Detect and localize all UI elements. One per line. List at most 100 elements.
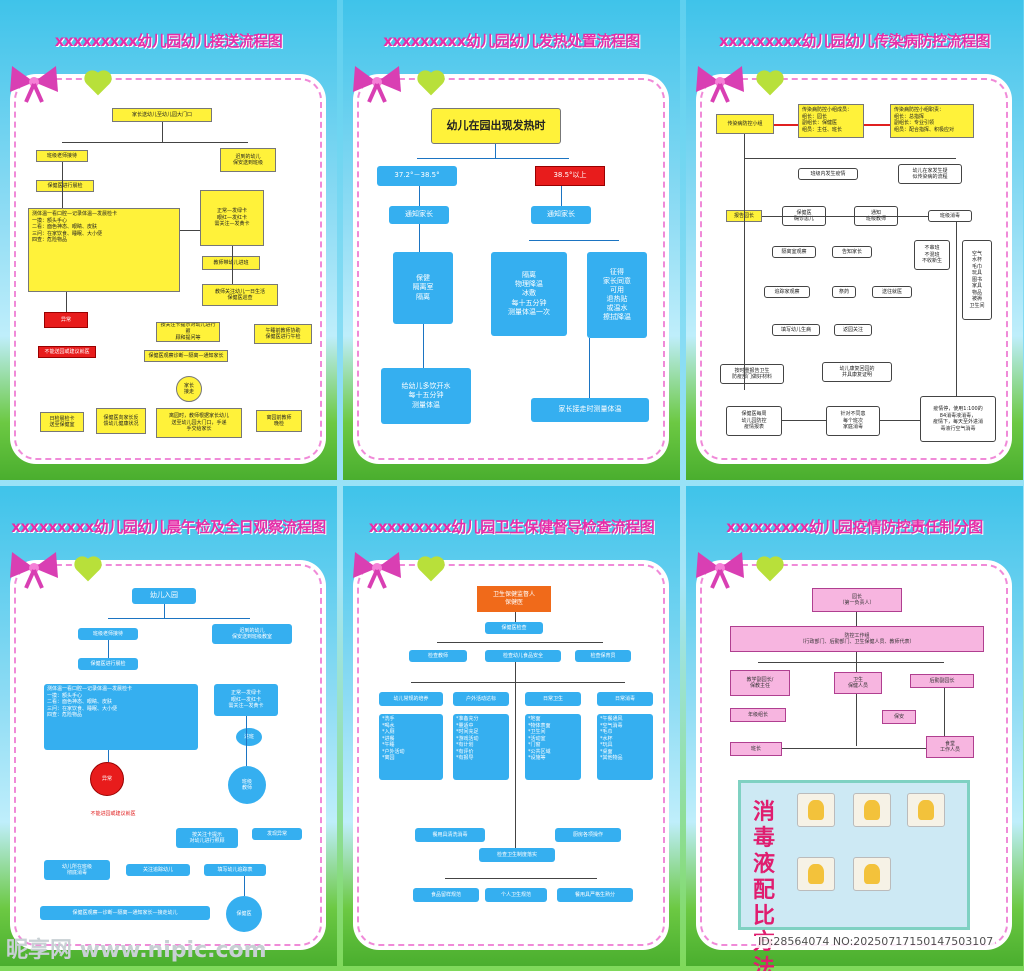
org-node: 班长: [730, 742, 782, 756]
connector: [423, 324, 424, 368]
connector: [495, 144, 496, 158]
panel-title: xxxxxxxxx幼儿园卫生保健督导检查流程图: [368, 518, 655, 536]
flow-node: 告知家长: [832, 246, 872, 258]
flow-node: 进班: [236, 728, 262, 746]
connector: [856, 694, 857, 746]
flow-node: 传染病防控小组职责： 组长：总指挥 副组长：专业引领 组员：配合指挥、积极应对: [890, 104, 974, 138]
connector: [515, 662, 516, 848]
flow-node: 正常—发绿卡 眼红—发红卡 需关注—发黄卡: [214, 684, 278, 716]
connector: [66, 292, 67, 312]
connector: [244, 876, 245, 896]
bow-icon: [10, 66, 58, 103]
flow-node: *地面 *物体表面 *卫生间 *活动室 *门窗 *公共区域 *设施等: [525, 714, 581, 780]
flow-node: 空气 水杯 毛巾 玩具 图书 家具 物品 被褥 卫生间: [962, 240, 992, 320]
panel-title: xxxxxxxxx幼儿园疫情防控责任制分图: [726, 518, 983, 536]
flow-node: 日常卫生: [525, 692, 581, 706]
flow-node: 保健 隔离室 隔离: [393, 252, 453, 324]
org-node: 年级组长: [730, 708, 786, 722]
flow-node: 检查卫生制度落实: [479, 848, 555, 862]
flow-node: 幼儿常规的培养: [379, 692, 443, 706]
org-node: 防控工作组 （行政部门、后勤部门、卫生保健人员、教师代表）: [730, 626, 984, 652]
connector: [782, 420, 826, 421]
panel-fever-flow: xxxxxxxxx幼儿园幼儿发热处置流程图 幼儿在园出现发热时 37.2°－38…: [343, 0, 680, 480]
connector: [744, 158, 956, 159]
org-node: 园长 （第一负责人）: [812, 588, 902, 612]
flow-node: 追踪家观察: [764, 286, 810, 298]
flow-node: 按关注卡提示对幼儿进行照 顾和提问等: [156, 322, 220, 342]
flow-card: 幼儿在园出现发热时 37.2°－38.5° 38.5°以上 通知家长 通知家长 …: [357, 78, 665, 460]
connector: [515, 612, 516, 622]
flow-node: 按时重报告卫生 防疫部门做好材料: [720, 364, 784, 384]
flow-node: 保健医观察—诊断—隔离—通知家长—接走幼儿: [40, 906, 210, 920]
basin-illustration: [797, 857, 835, 891]
org-node: 保安: [882, 710, 916, 724]
panel-title: xxxxxxxxx幼儿园幼儿发热处置流程图: [383, 32, 640, 50]
flow-node: 返园关注: [834, 324, 872, 336]
connector: [744, 134, 745, 390]
flow-node: 送往就医: [872, 286, 912, 298]
flow-node: 厨房各项操作: [555, 828, 621, 842]
flow-node: 迟到的幼儿 保安送到班级教室: [212, 624, 292, 644]
flow-node: 隔离 物理降温 冰敷 每十五分钟 测量体温一次: [491, 252, 567, 336]
flow-node: 离园前教师 晚检: [256, 410, 302, 432]
flow-node: 班级老师接待: [36, 150, 88, 162]
flow-node: 发现异常: [252, 828, 302, 840]
connector: [62, 162, 63, 208]
flow-node: 保健医向家长反 馈幼儿健康状况: [96, 408, 146, 434]
connector: [437, 642, 603, 643]
flow-node: 测体温一看口腔—记录体温—发晨检卡 一摸：额头手心 二看：面色神态、眼睛、皮肤 …: [28, 208, 180, 292]
flow-card: 幼儿入园 班级老师接待 迟到的幼儿 保安送到班级教室 保健医进行晨检 测体温一看…: [14, 564, 322, 946]
flow-node: 午睡前教师协助 保健医进行午检: [254, 324, 312, 344]
flow-node: 离园时，教师根据家长幼儿 送至幼儿园大门口，手递 手交给家长: [156, 408, 242, 438]
flow-node: 保健医进行晨检: [36, 180, 94, 192]
flow-node: 38.5°以上: [535, 166, 605, 186]
basin-illustration: [853, 857, 891, 891]
connector: [529, 240, 619, 241]
flow-node: 幼儿在园出现发热时: [431, 108, 561, 144]
panel-pickup-flow: xxxxxxxxx幼儿园幼儿接送流程图 家长送幼儿至幼儿园大门口 班级老师接待 …: [0, 0, 337, 480]
panel-infectious-flow: xxxxxxxxx幼儿园幼儿传染病防控流程图 传染病防控小组 传染病防控小组成员…: [686, 0, 1023, 480]
flow-node: 幼儿康复回园的 并具康复证明: [822, 362, 892, 382]
connector: [956, 222, 957, 396]
flow-node: 保健医进行晨检: [78, 658, 138, 670]
flow-node: 幼儿在家发生疑 似传染病的流程: [898, 164, 962, 184]
flow-node: 通知家长: [389, 206, 449, 224]
glove-illustration: [797, 793, 835, 827]
flow-note: 不能进园或建议就医: [90, 810, 136, 817]
panel-title: xxxxxxxxx幼儿园幼儿晨午检及全日观察流程图: [11, 518, 326, 536]
watermark: 昵享网 www.nipic.com: [6, 938, 267, 963]
flow-node: 班级老师接待: [78, 628, 138, 640]
flow-node: 班级消毒: [928, 210, 972, 222]
flow-node: 个人卫生规范: [485, 888, 547, 902]
flow-node: 不能送园或建议就医: [38, 346, 96, 358]
flow-node: 关注追踪幼儿: [126, 864, 190, 876]
connector: [880, 420, 920, 421]
flow-node-abnormal: 异常: [90, 762, 124, 796]
flow-node: 疫情停，使用1:100的 84消毒液消毒， 疫情下，每天至外进消 毒液行空气消毒: [920, 396, 996, 442]
bow-icon: [353, 66, 401, 103]
flow-node: 家长送幼儿至幼儿园大门口: [112, 108, 212, 122]
bow-icon: [696, 552, 744, 589]
connector: [180, 230, 200, 231]
flow-card: 家长送幼儿至幼儿园大门口 班级老师接待 迟到的幼儿 保安送到班级 保健医进行晨检…: [14, 78, 322, 460]
connector: [246, 716, 247, 766]
flow-node: 保健医检查: [485, 622, 543, 634]
flow-node: 正常—发绿卡 眼红—发红卡 需关注—发黄卡: [200, 190, 264, 246]
flow-node: 家长接走时测量体温: [531, 398, 649, 422]
connector: [417, 158, 569, 159]
flow-node: 保健医: [226, 896, 262, 932]
flow-node: 保健医观察诊断—隔离—通知家长: [144, 350, 228, 362]
poster-title: 消毒液配比方法: [753, 799, 776, 971]
flow-node: 幼儿所在班级 彻底消毒: [44, 860, 110, 880]
panel-title: xxxxxxxxx幼儿园幼儿接送流程图: [54, 32, 283, 50]
org-node: 卫生 保健人员: [834, 672, 882, 694]
org-node: 教学副园长/ 保教主任: [730, 670, 790, 696]
flow-card: 传染病防控小组 传染病防控小组成员： 组长：园长 副组长：保健医 组员：主任、班…: [700, 78, 1008, 460]
connector: [758, 662, 944, 663]
connector: [108, 640, 109, 658]
connector: [561, 186, 562, 206]
flow-node: 保健医每周 幼儿园防控 疫情报表: [726, 406, 782, 436]
flow-node: 按关注卡提示 对幼儿进行照顾: [176, 828, 238, 848]
flow-card: 卫生保健监督人 保健医 保健医检查 检查教师 检查幼儿食品安全 检查保育员 幼儿…: [357, 564, 665, 946]
flow-node: 37.2°－38.5°: [377, 166, 457, 186]
